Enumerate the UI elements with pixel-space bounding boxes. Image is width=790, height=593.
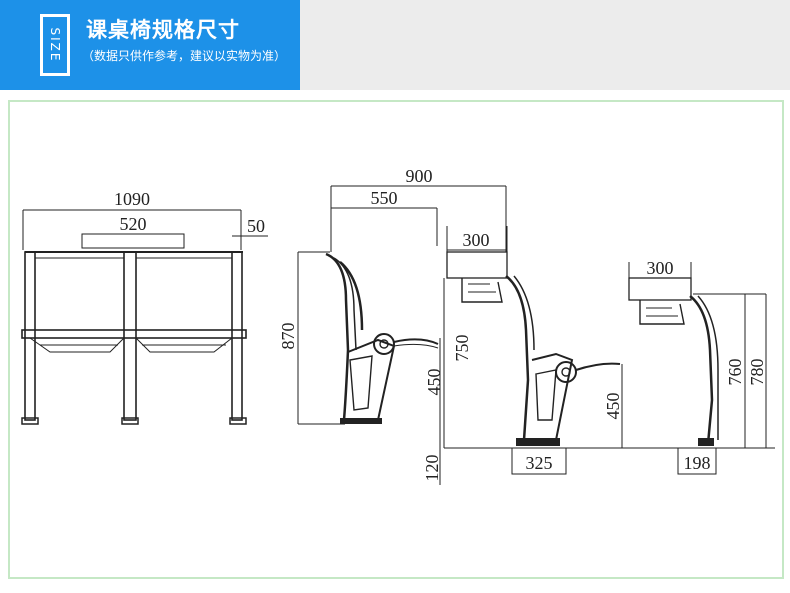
dim-seat-height-mid: 450 <box>603 393 623 420</box>
dim-desk-top-mid: 300 <box>463 230 490 250</box>
page-subtitle: （数据只供作参考，建议以实物为准） <box>82 49 287 63</box>
dim-desk-height-right: 760 <box>725 359 745 386</box>
title-block: SIZE 课桌椅规格尺寸 （数据只供作参考，建议以实物为准） <box>0 0 300 90</box>
page-title: 课桌椅规格尺寸 <box>86 18 240 42</box>
dim-seat-height-left: 450 <box>424 369 444 396</box>
dim-seat-depth: 550 <box>371 188 398 208</box>
dim-foot-right: 198 <box>684 453 711 473</box>
side-view-desk-seat <box>446 226 623 475</box>
side-view-seat <box>297 185 775 485</box>
front-view <box>21 209 268 425</box>
size-tag: SIZE <box>40 14 70 76</box>
dim-front-desk-width: 520 <box>120 214 147 234</box>
dim-step-height: 120 <box>422 455 442 482</box>
side-view-desk <box>628 262 767 475</box>
dim-desk-height: 750 <box>452 335 472 362</box>
dim-seat-height-total: 870 <box>278 323 298 350</box>
drawing-frame <box>8 100 784 579</box>
dim-front-width: 1090 <box>114 189 150 209</box>
dim-total-height-right: 780 <box>747 359 767 386</box>
dim-seat-depth-total: 900 <box>406 166 433 186</box>
dim-front-side: 50 <box>247 216 265 236</box>
dim-desk-top-right: 300 <box>647 258 674 278</box>
dim-foot-mid: 325 <box>526 453 553 473</box>
